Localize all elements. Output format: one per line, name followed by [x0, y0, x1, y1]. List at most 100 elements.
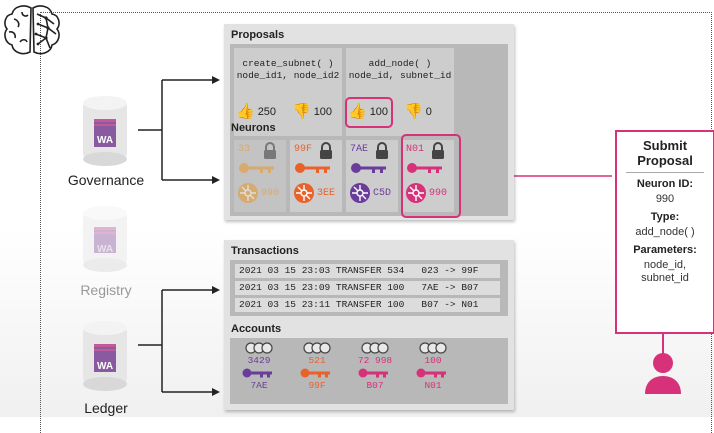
canister-icon	[83, 321, 127, 391]
proposal-method: create_subnet( )	[242, 58, 334, 69]
key-icon	[358, 368, 388, 378]
neuron-icon	[406, 183, 426, 203]
key-icon	[407, 163, 442, 173]
transactions-list: 2021 03 15 23:03 TRANSFER 534 023 -> 99F…	[230, 260, 508, 316]
key-icon	[416, 368, 446, 378]
user-icon	[645, 353, 681, 394]
canister-icon	[83, 206, 127, 272]
parameters-label: Parameters:	[633, 244, 697, 256]
canister-ledger	[82, 320, 128, 397]
type-label: Type:	[650, 211, 680, 223]
canister-ledger-badge: WA	[97, 361, 114, 372]
arrow-head	[212, 76, 220, 84]
neuron-id: 7AE	[350, 144, 369, 155]
transaction-row[interactable]: 2021 03 15 23:11 TRANSFER 100 B07 -> N01	[235, 298, 500, 312]
coins-icon	[419, 342, 447, 354]
key-icon	[242, 368, 272, 378]
canister-ledger-label: Ledger	[84, 400, 128, 416]
downvote[interactable]: 👎 0	[404, 104, 432, 119]
lock-icon	[432, 142, 444, 159]
account-card[interactable]: 521 99F	[292, 340, 342, 402]
canister-icon	[83, 96, 127, 166]
key-icon	[351, 163, 386, 173]
proposals-title: Proposals	[231, 29, 285, 41]
proposal-card[interactable]: create_subnet( ) node_id1, node_id2 👍 25…	[234, 48, 342, 136]
arrow-head	[212, 286, 220, 294]
neurons-title: Neurons	[231, 122, 276, 134]
lock-icon	[320, 142, 332, 159]
neurons-list: 33 990 99F	[230, 134, 508, 218]
neuron-id: 33	[238, 144, 251, 155]
transaction-row[interactable]: 2021 03 15 23:03 TRANSFER 534 023 -> 99F	[235, 264, 500, 278]
upvote[interactable]: 👍 250	[236, 104, 276, 119]
type-value: add_node( )	[635, 226, 695, 238]
governance-panel: Proposals create_subnet( ) node_id1, nod…	[224, 24, 514, 220]
upvote-count: 100	[369, 105, 389, 118]
neuron-node: 990	[429, 188, 448, 199]
divider	[626, 172, 704, 173]
neuron-highlight	[401, 134, 461, 218]
account-amount: 521	[308, 355, 326, 366]
proposal-method: add_node( )	[368, 58, 432, 69]
key-icon	[300, 368, 330, 378]
neuron-id-value: 990	[655, 193, 675, 205]
user-connector	[662, 332, 665, 354]
brain-icon	[4, 5, 60, 55]
neuron-card[interactable]: 99F 3EE	[290, 140, 342, 212]
account-id: B07	[366, 380, 384, 391]
neuron-card[interactable]: N01 990	[402, 140, 454, 212]
parameters-value-2: subnet_id	[641, 272, 689, 284]
submit-proposal-card: Submit Proposal Neuron ID: 990 Type: add…	[615, 130, 714, 334]
submit-title-line1: Submit	[642, 138, 688, 153]
canister-registry-badge: WA	[97, 244, 114, 255]
neuron-icon	[350, 183, 370, 203]
neuron-node: 3EE	[317, 188, 336, 199]
account-amount: 100	[424, 355, 442, 366]
upvote-count: 250	[257, 105, 277, 118]
thumbs-down-icon: 👎	[404, 103, 423, 120]
account-amount: 3429	[247, 355, 271, 366]
submit-title-line2: Proposal	[637, 153, 693, 168]
coins-icon	[303, 342, 331, 354]
key-icon	[239, 163, 274, 173]
lock-icon	[376, 142, 388, 159]
downvote-count: 0	[425, 105, 432, 118]
neuron-node: 990	[261, 188, 280, 199]
account-card[interactable]: 72 998 B07	[350, 340, 400, 402]
thumbs-down-icon: 👎	[292, 103, 311, 120]
transactions-title: Transactions	[231, 245, 299, 257]
canister-governance	[82, 95, 128, 172]
arrow-head	[212, 388, 220, 396]
neuron-card[interactable]: 7AE C5D	[346, 140, 398, 212]
proposal-params: node_id1, node_id2	[236, 70, 340, 81]
account-card[interactable]: 100 N01	[408, 340, 458, 402]
neuron-id: 99F	[294, 144, 313, 155]
canister-registry-label: Registry	[80, 282, 132, 298]
key-icon	[295, 163, 330, 173]
connector-arrows	[138, 76, 612, 396]
downvote[interactable]: 👎 100	[292, 104, 332, 119]
account-id: 7AE	[250, 380, 268, 391]
coins-icon	[361, 342, 389, 354]
neuron-node: C5D	[373, 188, 392, 199]
neuron-icon	[238, 183, 258, 203]
upvote[interactable]: 👍 100	[348, 104, 388, 119]
canister-registry	[82, 205, 128, 278]
ledger-panel: Transactions 2021 03 15 23:03 TRANSFER 5…	[224, 240, 514, 410]
proposal-params: node_id, subnet_id	[348, 70, 452, 81]
canister-governance-badge: WA	[97, 135, 114, 146]
account-amount: 72 998	[357, 355, 393, 366]
proposal-card[interactable]: add_node( ) node_id, subnet_id 👍 100 👎 0	[345, 48, 454, 136]
account-id: N01	[424, 380, 442, 391]
downvote-count: 100	[313, 105, 333, 118]
proposals-list: create_subnet( ) node_id1, node_id2 👍 25…	[230, 44, 508, 140]
account-card[interactable]: 3429 7AE	[234, 340, 284, 402]
account-id: 99F	[308, 380, 326, 391]
vote-highlight	[345, 97, 393, 128]
thumbs-up-icon: 👍	[348, 103, 367, 120]
canister-governance-label: Governance	[67, 172, 145, 188]
neuron-card[interactable]: 33 990	[234, 140, 286, 212]
transaction-row[interactable]: 2021 03 15 23:09 TRANSFER 100 7AE -> B07	[235, 281, 500, 295]
lock-icon	[264, 142, 276, 159]
accounts-title: Accounts	[231, 323, 282, 335]
